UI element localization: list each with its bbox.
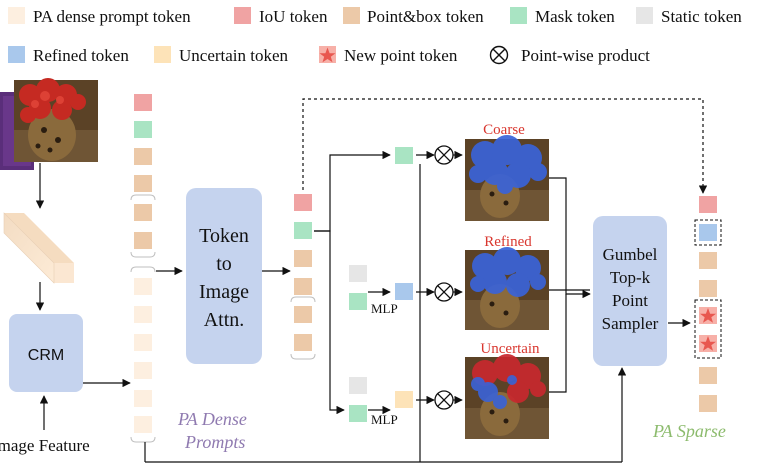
refined-title: Refined [484,234,532,250]
legend-label-uncertain: Uncertain token [179,46,289,65]
sparse-token-column [694,196,722,412]
token-point-box [294,306,312,323]
legend-swatch-point-box [343,7,360,24]
pa-dense-caption-line2: Prompts [184,432,245,452]
coarse-mask-image [465,135,549,221]
uncertain-title: Uncertain [480,341,540,357]
brace [290,296,316,360]
token-pa-dense [134,390,152,407]
pa-dense-caption-line1: PA Dense [177,409,247,429]
token-point-box [294,334,312,351]
token-uncertain [395,391,413,408]
token-pa-dense [134,278,152,295]
token-point-box [699,280,717,297]
token-point-box [134,175,152,192]
image-feature-label: Image Feature [0,436,90,455]
legend-swatch-mask [510,7,527,24]
brace [130,266,156,443]
token-static [349,377,367,394]
circle-times-icon [434,282,454,302]
token-refined [395,283,413,300]
token-refined [699,224,717,241]
star-icon [699,335,717,352]
uncertain-mask-image [465,354,549,439]
token-mask [349,293,367,310]
dashed-outline [694,219,722,246]
coarse-title: Coarse [483,122,525,138]
legend-label-iou: IoU token [259,7,328,26]
legend-swatch-pa-dense [8,7,25,24]
sampler-label-line4: Sampler [602,314,659,333]
legend-label-mask: Mask token [535,7,615,26]
token-point-box [134,232,152,249]
dense-token-column [130,94,156,443]
mlp-bottom-label: MLP [371,412,398,427]
token-to-image-attn-block: Token to Image Attn. [186,188,262,364]
mask-branch: MLP MLP [349,147,413,427]
crm-block: CRM [9,314,83,392]
crm-label: CRM [28,347,64,364]
token-point-box [699,367,717,384]
legend-label-refined: Refined token [33,46,129,65]
token-iou [294,194,312,211]
legend-label-static: Static token [661,7,742,26]
refined-mask-image [465,247,549,330]
token-iou [134,94,152,111]
legend-label-pointwise: Point-wise product [521,46,650,65]
token-pa-dense [134,334,152,351]
star-icon [699,307,717,324]
token-point-box [294,250,312,267]
gumbel-topk-sampler-block: Gumbel Top-k Point Sampler [593,216,667,366]
token-point-box [699,252,717,269]
legend-swatch-static [636,7,653,24]
token-pa-dense [134,362,152,379]
circle-times-icon [434,390,454,410]
token-mask [294,222,312,239]
dashed-outline [694,299,722,359]
token-static [349,265,367,282]
token-point-box [134,204,152,221]
sampler-label-line2: Top-k [610,268,651,287]
image-feature-cube [3,212,74,284]
input-image [0,78,98,170]
attn-label-line4: Attn. [204,309,245,331]
sampler-label-line1: Gumbel [603,245,658,264]
legend-swatch-iou [234,7,251,24]
star-icon [319,46,336,63]
token-mask [349,405,367,422]
brace [130,194,156,258]
legend-label-point-box: Point&box token [367,7,484,26]
connectors [35,98,708,463]
token-mask [134,121,152,138]
circle-times-icon [434,145,454,165]
token-point-box [699,395,717,412]
token-pa-dense [134,306,152,323]
token-pa-dense [134,416,152,433]
token-iou [699,196,717,213]
attn-output-tokens [290,194,316,360]
mlp-top-label: MLP [371,301,398,316]
attn-label-line2: to [216,253,232,275]
pa-sparse-caption: PA Sparse [652,421,726,441]
legend-swatch-uncertain [154,46,171,63]
token-mask [395,147,413,164]
attn-label-line1: Token [199,225,249,247]
attn-label-line3: Image [199,281,249,303]
sampler-label-line3: Point [612,291,648,310]
legend-swatch-refined [8,46,25,63]
token-point-box [294,278,312,295]
legend: PA dense prompt token IoU token Point&bo… [8,7,742,65]
token-point-box [134,148,152,165]
legend-label-new-point: New point token [344,46,458,65]
legend-label-pa-dense: PA dense prompt token [33,7,191,26]
circle-times-icon [489,45,509,65]
